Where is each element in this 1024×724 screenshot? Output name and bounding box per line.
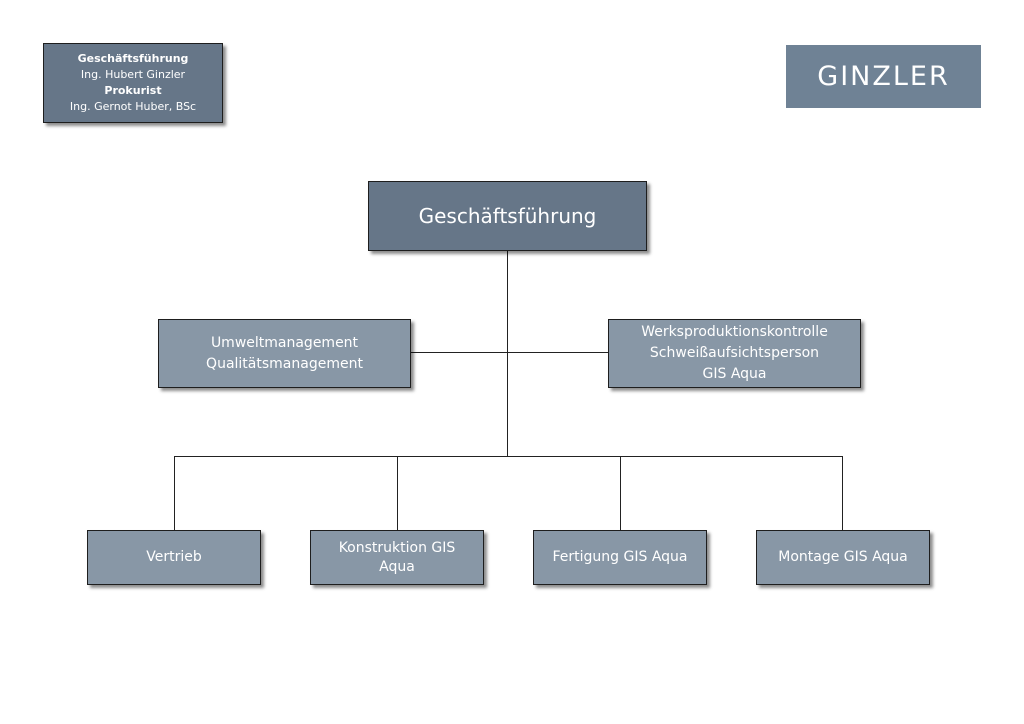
connector-department-bar — [174, 456, 843, 457]
org-node-staff-right: Werksproduktionskontrolle Schweißaufsich… — [608, 319, 861, 388]
info-managing-director: Ing. Hubert Ginzler — [80, 68, 186, 81]
connector-drop-production — [620, 456, 621, 530]
org-node-label: Umweltmanagement — [210, 334, 359, 351]
org-node-label: Qualitätsmanagement — [206, 355, 363, 372]
org-node-management: Geschäftsführung — [368, 181, 647, 251]
org-node-design: Konstruktion GIS Aqua — [310, 530, 484, 585]
org-node-staff-left: Umweltmanagement Qualitätsmanagement — [158, 319, 411, 388]
org-node-production: Fertigung GIS Aqua — [533, 530, 707, 585]
connector-staff-left — [411, 352, 508, 353]
org-node-label: Fertigung GIS Aqua — [552, 549, 688, 565]
info-title-management: Geschäftsführung — [77, 52, 189, 65]
org-node-label: Schweißaufsichtsperson — [649, 345, 820, 361]
connector-drop-assembly — [842, 456, 843, 530]
org-node-label: Konstruktion GIS — [338, 539, 456, 556]
info-authorized-officer: Ing. Gernot Huber, BSc — [69, 100, 197, 113]
connector-drop-sales — [174, 456, 175, 530]
connector-staff-right — [508, 352, 608, 353]
connector-drop-design — [397, 456, 398, 530]
logo-text: GINZLER — [817, 61, 950, 92]
org-node-label: Montage GIS Aqua — [778, 549, 908, 565]
org-node-assembly: Montage GIS Aqua — [756, 530, 930, 585]
org-node-label: GIS Aqua — [702, 366, 767, 382]
org-node-label: Geschäftsführung — [418, 204, 597, 228]
org-node-label: Aqua — [379, 558, 415, 575]
connector-trunk — [507, 251, 508, 457]
org-node-label: Werksproduktionskontrolle — [641, 324, 828, 340]
org-node-sales: Vertrieb — [87, 530, 261, 585]
management-info-box: Geschäftsführung Ing. Hubert Ginzler Pro… — [43, 43, 223, 123]
info-title-authorized-officer: Prokurist — [104, 84, 162, 97]
ginzler-logo: GINZLER — [786, 45, 981, 108]
org-node-label: Vertrieb — [146, 549, 202, 565]
